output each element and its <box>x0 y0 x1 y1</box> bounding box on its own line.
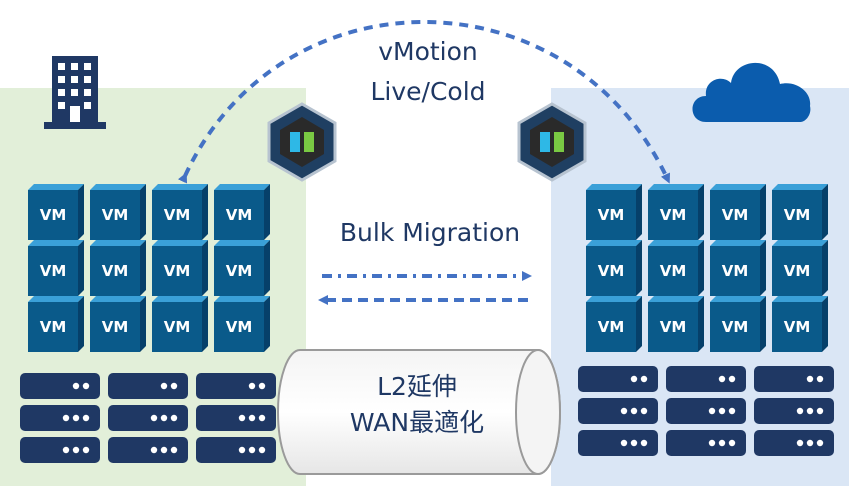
tunnel-cylinder <box>277 349 561 475</box>
vm-label: VM <box>722 262 749 280</box>
vm-box: VM <box>152 296 208 352</box>
vm-box: VM <box>586 184 642 240</box>
vm-box: VM <box>648 184 704 240</box>
vm-box: VM <box>90 296 146 352</box>
server-rack-icon <box>108 405 188 431</box>
tunnel-label: L2延伸 WAN最適化 <box>312 369 522 441</box>
vm-box: VM <box>648 296 704 352</box>
tunnel-line1: L2延伸 <box>377 372 457 401</box>
vm-box: VM <box>772 240 828 296</box>
vm-box: VM <box>710 184 766 240</box>
vm-box: VM <box>772 296 828 352</box>
vm-grid-cloud: VM VM VM VM VM VM VM VM VM VM VM VM <box>586 184 828 352</box>
server-rack-icon <box>196 437 276 463</box>
vm-label: VM <box>226 206 253 224</box>
cloud-icon <box>692 62 811 122</box>
vm-label: VM <box>784 318 811 336</box>
server-rack-icon <box>754 398 834 424</box>
vm-label: VM <box>784 206 811 224</box>
vm-box: VM <box>152 184 208 240</box>
vm-box: VM <box>90 184 146 240</box>
vm-label: VM <box>102 318 129 336</box>
vm-box: VM <box>648 240 704 296</box>
vm-box: VM <box>586 296 642 352</box>
server-rack-icon <box>196 373 276 399</box>
server-stack-on-prem <box>20 373 276 463</box>
vm-label: VM <box>598 206 625 224</box>
vm-label: VM <box>784 262 811 280</box>
vm-box: VM <box>214 240 270 296</box>
server-stack-cloud <box>578 366 834 456</box>
server-rack-icon <box>578 398 658 424</box>
server-rack-icon <box>666 366 746 392</box>
server-rack-icon <box>754 430 834 456</box>
vmotion-line2: Live/Cold <box>370 77 486 106</box>
server-rack-icon <box>754 366 834 392</box>
vm-label: VM <box>40 206 67 224</box>
vm-label: VM <box>40 262 67 280</box>
server-rack-icon <box>196 405 276 431</box>
server-rack-icon <box>108 437 188 463</box>
server-rack-icon <box>108 373 188 399</box>
server-rack-icon <box>666 430 746 456</box>
vm-label: VM <box>660 262 687 280</box>
vmotion-label: vMotion Live/Cold <box>346 32 510 112</box>
building-icon <box>44 56 106 129</box>
vm-label: VM <box>164 206 191 224</box>
vm-box: VM <box>28 296 84 352</box>
bulk-migration-label: Bulk Migration <box>339 218 521 247</box>
vm-box: VM <box>214 296 270 352</box>
hcx-hexagon-icon <box>267 102 337 182</box>
vm-label: VM <box>102 206 129 224</box>
vm-label: VM <box>226 262 253 280</box>
vm-label: VM <box>226 318 253 336</box>
vm-box: VM <box>90 240 146 296</box>
server-rack-icon <box>666 398 746 424</box>
vm-box: VM <box>214 184 270 240</box>
vmotion-arrow <box>177 20 670 184</box>
vm-label: VM <box>164 262 191 280</box>
vm-label: VM <box>722 206 749 224</box>
vm-box: VM <box>710 240 766 296</box>
vm-grid-on-prem: VM VM VM VM VM VM VM VM VM VM VM VM <box>28 184 270 352</box>
server-rack-icon <box>20 405 100 431</box>
tunnel-line2: WAN最適化 <box>349 408 485 437</box>
vm-box: VM <box>586 240 642 296</box>
vm-label: VM <box>164 318 191 336</box>
vm-label: VM <box>660 318 687 336</box>
hcx-hexagon-icon <box>517 102 587 182</box>
vm-label: VM <box>722 318 749 336</box>
vm-box: VM <box>152 240 208 296</box>
vm-label: VM <box>660 206 687 224</box>
vm-label: VM <box>102 262 129 280</box>
vm-box: VM <box>28 240 84 296</box>
vmotion-line1: vMotion <box>378 37 478 66</box>
server-rack-icon <box>578 430 658 456</box>
vm-label: VM <box>598 262 625 280</box>
vm-box: VM <box>710 296 766 352</box>
vm-box: VM <box>28 184 84 240</box>
vm-label: VM <box>40 318 67 336</box>
server-rack-icon <box>20 373 100 399</box>
server-rack-icon <box>578 366 658 392</box>
vm-box: VM <box>772 184 828 240</box>
server-rack-icon <box>20 437 100 463</box>
vm-label: VM <box>598 318 625 336</box>
